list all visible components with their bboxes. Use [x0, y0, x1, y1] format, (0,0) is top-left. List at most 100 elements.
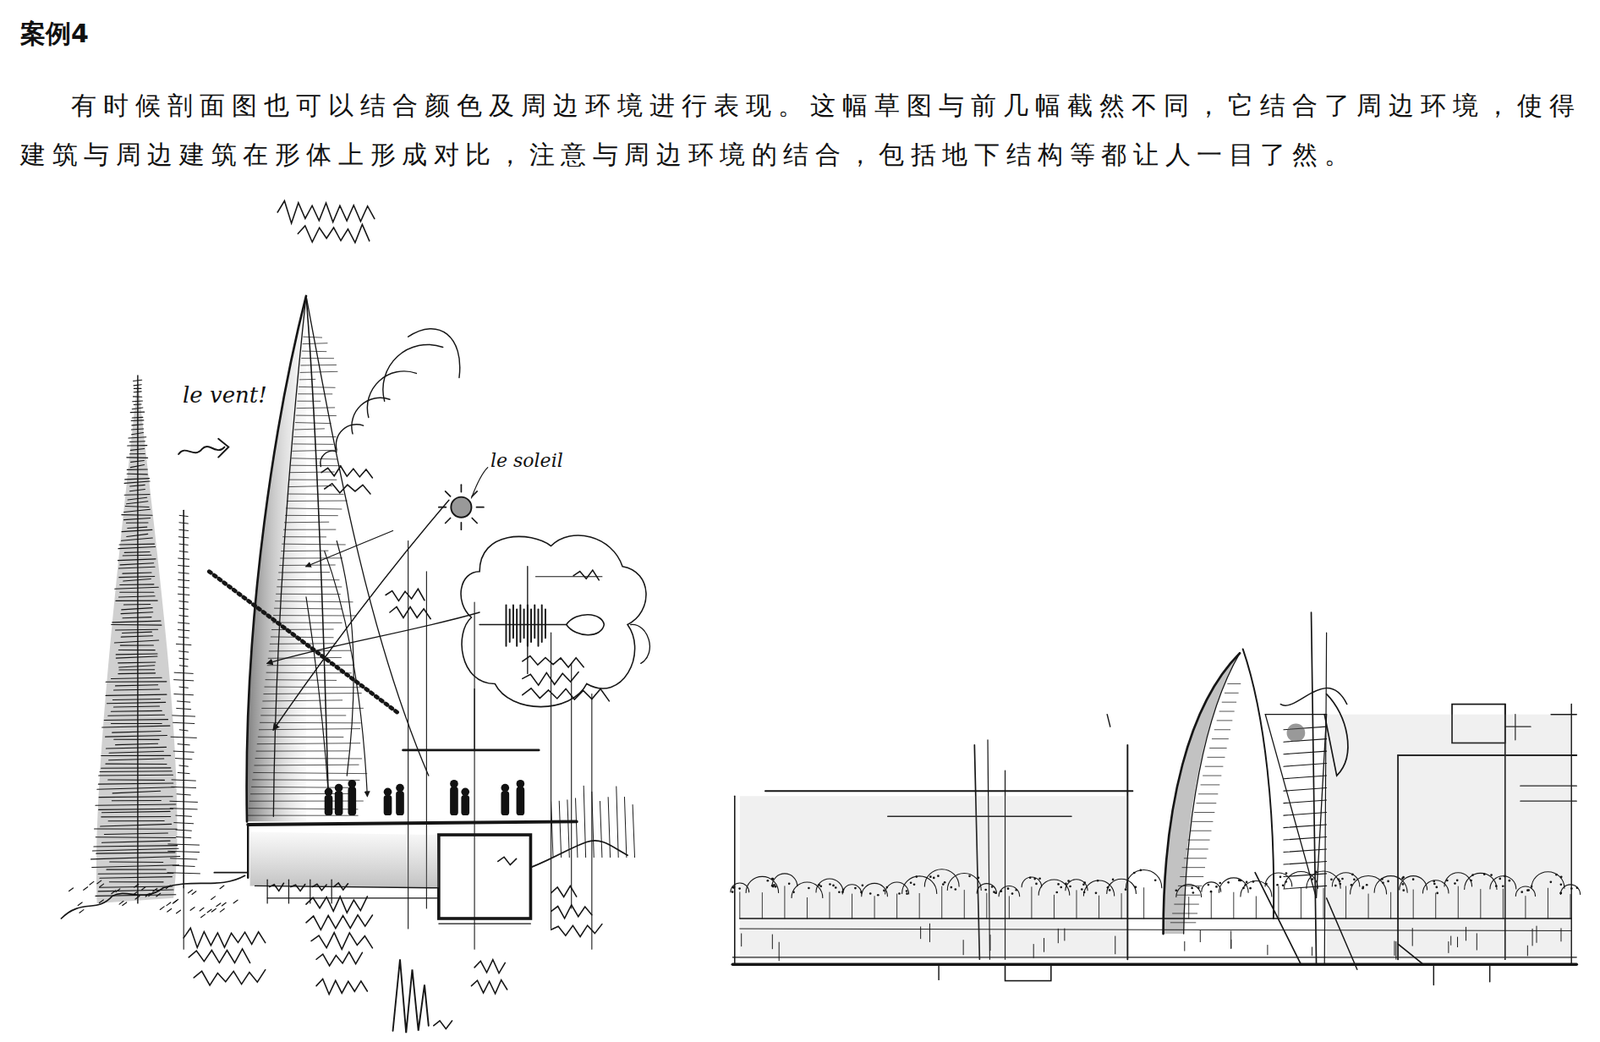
leaf-dot	[792, 890, 795, 894]
sketch-stroke	[121, 537, 154, 541]
leaf-dot	[1083, 881, 1086, 884]
sketch-stroke	[1083, 880, 1114, 896]
leaf-dot	[1412, 877, 1415, 881]
sketch-stroke	[106, 868, 166, 870]
foliage-dot	[1287, 723, 1306, 743]
leaf-dot	[1265, 882, 1268, 886]
sketch-stroke	[740, 933, 742, 947]
leaf-dot	[1559, 892, 1562, 895]
sketch-stroke	[263, 700, 343, 702]
sketch-stroke	[283, 536, 327, 537]
sketch-stroke	[130, 465, 144, 468]
leaf-dot	[771, 884, 774, 888]
leaf-dot	[950, 886, 954, 889]
leaf-dot	[1000, 889, 1003, 893]
person-figure	[347, 786, 357, 816]
sketch-stroke	[130, 449, 144, 451]
leaf-dot	[828, 882, 832, 886]
sketch-stroke	[816, 878, 844, 893]
sketch-stroke	[118, 547, 156, 549]
sketch-stroke	[963, 940, 965, 955]
sketch-stroke	[112, 698, 160, 701]
basement-box	[1005, 964, 1052, 981]
sketch-stroke	[108, 778, 165, 780]
sketch-stroke	[98, 795, 173, 798]
sketch-stroke	[131, 428, 143, 430]
leaf-dot	[1282, 883, 1285, 887]
sketch-stroke	[95, 804, 176, 806]
sketch-stroke	[1283, 775, 1327, 779]
sketch-stroke	[383, 344, 444, 401]
sketch-stroke	[252, 778, 360, 781]
sketch-stroke	[303, 336, 323, 339]
leaf-dot	[1337, 877, 1341, 881]
sketch-stroke	[92, 848, 179, 851]
sketch-stroke	[1450, 936, 1452, 945]
sketch-stroke	[110, 677, 162, 679]
sketch-stroke	[1174, 904, 1200, 905]
leaf-dot	[929, 875, 932, 878]
person-head	[460, 788, 470, 797]
sketch-stroke	[1200, 783, 1220, 785]
sketch-stroke	[284, 515, 338, 516]
sketch-stroke	[1527, 945, 1529, 956]
sketch-stroke	[99, 876, 172, 879]
sketch-stroke	[1280, 688, 1347, 707]
leaf-dot	[1154, 878, 1157, 882]
sketch-stroke	[211, 908, 216, 912]
sketch-stroke	[110, 723, 162, 724]
sketch-stroke	[551, 886, 577, 898]
sketch-stroke	[119, 576, 155, 578]
leaf-dot	[1351, 873, 1354, 877]
sketch-stroke	[1075, 890, 1077, 919]
sketch-stroke	[1489, 964, 1491, 982]
page-heading: 案例4	[20, 18, 190, 50]
sketch-stroke	[393, 958, 429, 1033]
sketch-stroke	[111, 624, 162, 626]
sketch-stroke	[941, 886, 943, 919]
sketch-stroke	[97, 880, 102, 884]
sketch-stroke	[261, 714, 346, 716]
sketch-stroke	[535, 575, 602, 577]
sketch-stroke	[92, 865, 180, 868]
sketch-stroke	[1219, 877, 1250, 893]
sketch-stroke	[129, 489, 145, 492]
sketch-stroke	[989, 934, 991, 950]
sketch-stroke	[279, 571, 330, 573]
person-head	[383, 788, 393, 797]
leaf-dot	[1038, 876, 1042, 880]
sketch-stroke	[739, 917, 1572, 919]
leaf-dot	[886, 886, 889, 889]
sketch-stroke	[929, 923, 931, 942]
sketch-stroke	[1219, 711, 1234, 713]
sketch-stroke	[306, 915, 373, 930]
sketch-stroke	[124, 551, 150, 554]
sketch-stroke	[264, 686, 360, 689]
sketch-stroke	[118, 649, 155, 651]
sketch-stroke	[1390, 892, 1392, 919]
sketch-stroke	[460, 522, 463, 530]
sketch-stroke	[772, 873, 798, 887]
sketch-stroke	[998, 886, 1020, 897]
sketch-stroke	[1284, 871, 1319, 888]
leaf-dot	[1096, 879, 1100, 883]
sketch-stroke	[255, 885, 439, 888]
sketch-stroke	[131, 407, 143, 410]
sketch-stroke	[1121, 893, 1123, 919]
sketch-stroke	[530, 608, 532, 642]
sketch-stroke	[1397, 943, 1424, 965]
sketch-stroke	[119, 900, 124, 905]
sketch-stroke	[1183, 652, 1240, 934]
sketch-stroke	[79, 909, 84, 914]
sketch-stroke	[101, 755, 171, 757]
leaf-dot	[772, 877, 775, 881]
leaf-dot	[1190, 887, 1194, 890]
sketch-stroke	[1163, 652, 1240, 934]
sketch-stroke	[101, 767, 171, 768]
person-head	[395, 783, 405, 793]
leaf-dot	[1057, 882, 1060, 886]
leaf-dot	[1080, 887, 1084, 891]
sketch-stroke	[408, 328, 461, 379]
sketch-stroke	[551, 904, 592, 919]
sketch-stroke	[109, 881, 164, 883]
